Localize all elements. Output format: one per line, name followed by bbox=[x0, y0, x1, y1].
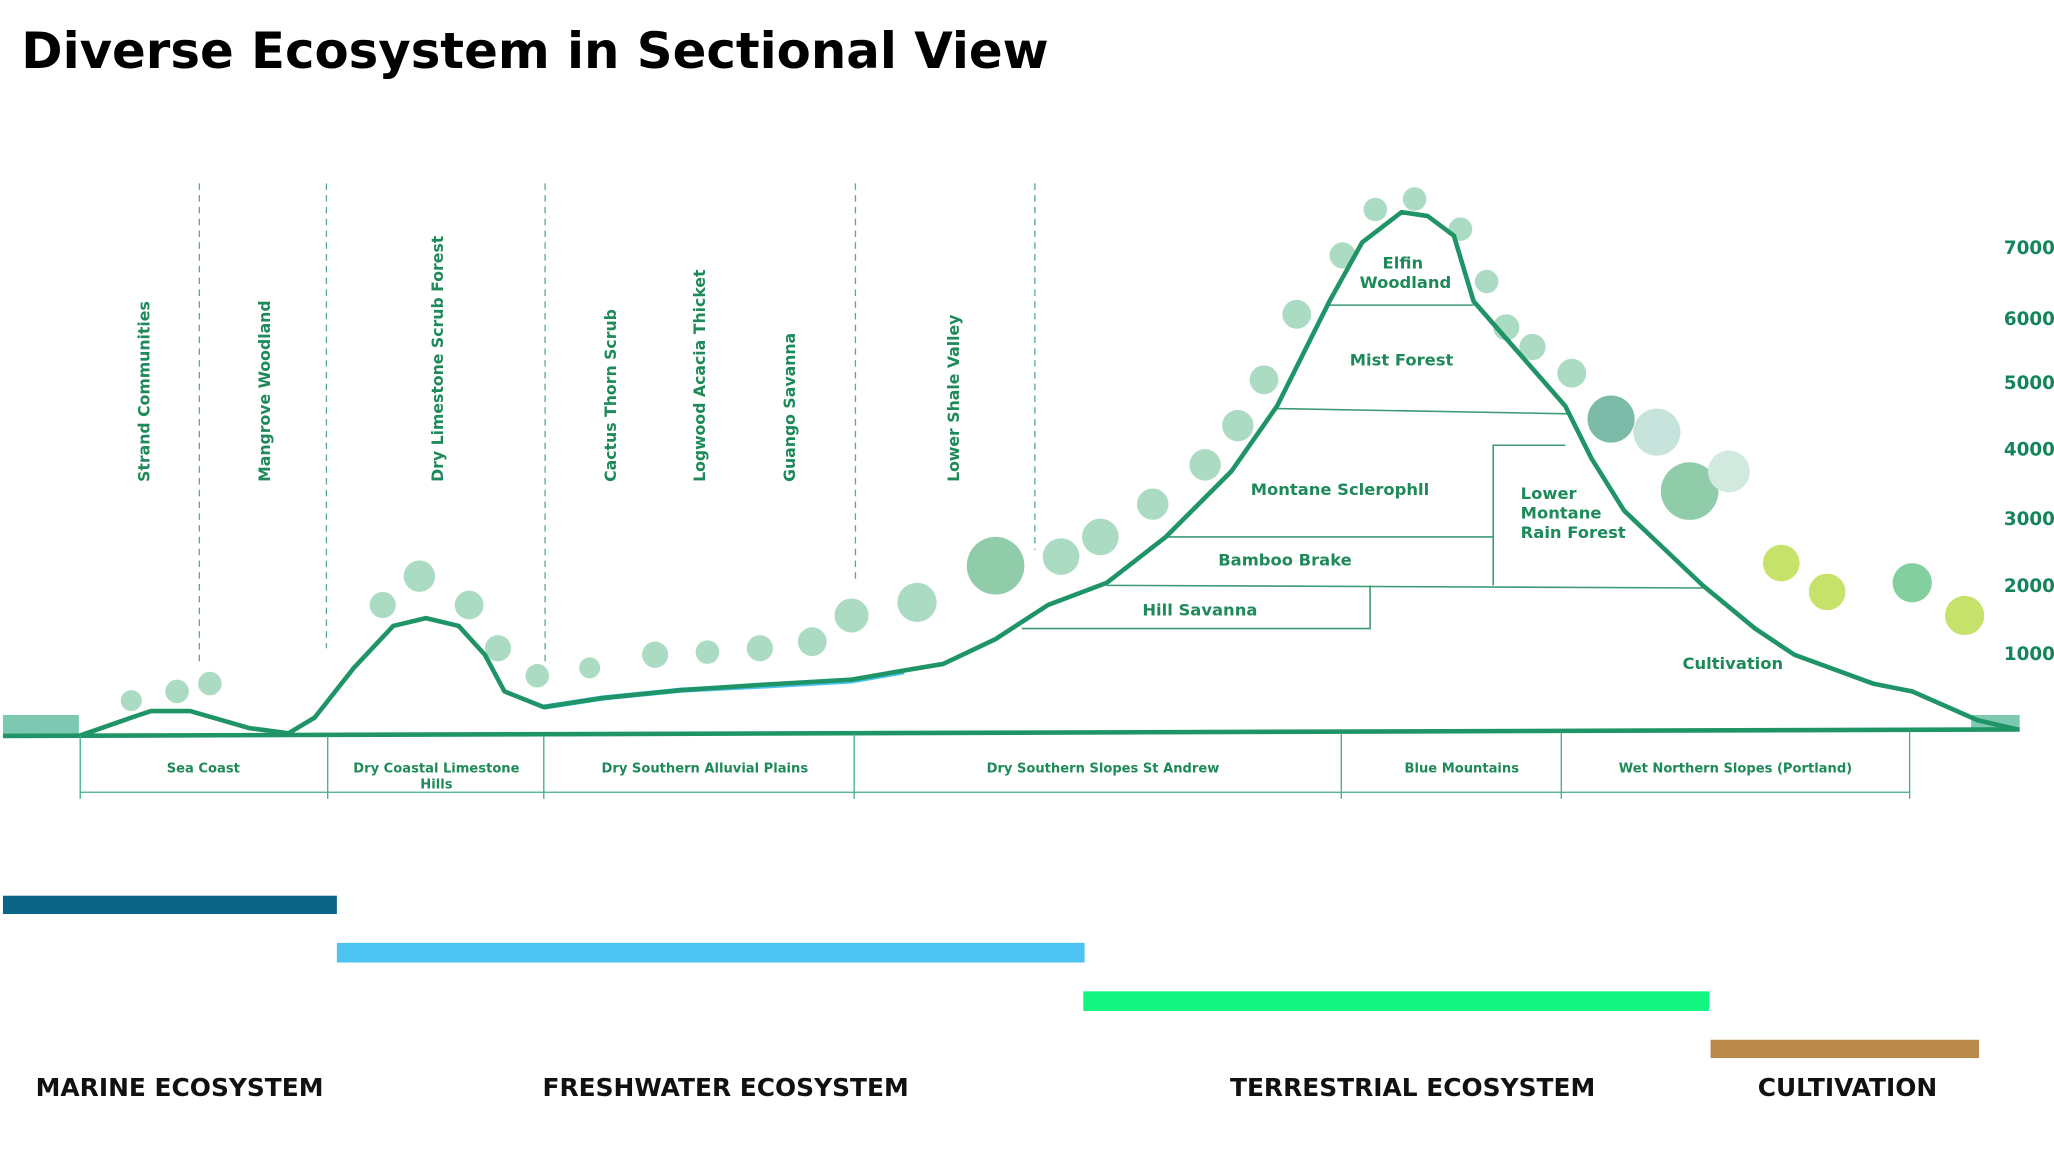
region-portland: Wet Northern Slopes (Portland) bbox=[1619, 762, 1852, 777]
page-title: Diverse Ecosystem in Sectional View bbox=[21, 22, 1048, 80]
label-cactus-thorn-scrub: Cactus Thorn Scrub bbox=[601, 309, 620, 482]
zone-cultivation: Cultivation bbox=[1682, 654, 1783, 673]
zone-labels: Elfin Woodland Mist Forest Montane Scler… bbox=[1142, 253, 1783, 673]
zone-lower-1: Lower bbox=[1521, 484, 1578, 503]
axis-tick: 7000 bbox=[2004, 238, 2054, 259]
label-lower-shale-valley: Lower Shale Valley bbox=[944, 315, 963, 482]
axis-tick: 5000 bbox=[2004, 373, 2054, 394]
sea-left bbox=[2, 715, 79, 736]
label-logwood-acacia: Logwood Acacia Thicket bbox=[690, 269, 709, 482]
zone-montane-sclerophyll: Montane Sclerophll bbox=[1251, 480, 1430, 499]
axis-tick: 3000 bbox=[2004, 509, 2054, 530]
ecosystem-legend: MARINE ECOSYSTEM FRESHWATER ECOSYSTEM TE… bbox=[2, 895, 1980, 1102]
label-dry-limestone-scrub: Dry Limestone Scrub Forest bbox=[428, 235, 447, 482]
vertical-dividers bbox=[198, 183, 1036, 662]
zone-boxes bbox=[1021, 304, 1703, 630]
terrestrial-bar bbox=[1083, 991, 1710, 1011]
elevation-axis: 7000 6000 5000 4000 3000 2000 1000 bbox=[2004, 238, 2054, 665]
axis-tick: 4000 bbox=[2004, 440, 2054, 461]
zone-elfin-1: Elfin bbox=[1383, 253, 1424, 272]
freshwater-label: FRESHWATER ECOSYSTEM bbox=[542, 1073, 908, 1102]
cultivation-label: CULTIVATION bbox=[1758, 1073, 1937, 1102]
marine-bar bbox=[2, 895, 337, 915]
label-strand-communities: Strand Communities bbox=[135, 301, 154, 482]
zone-lower-2: Montane bbox=[1521, 504, 1602, 523]
region-blue-mountains: Blue Mountains bbox=[1405, 762, 1520, 777]
axis-tick: 2000 bbox=[2004, 576, 2054, 597]
vegetation bbox=[120, 187, 1985, 712]
zone-hill-savanna: Hill Savanna bbox=[1142, 600, 1257, 619]
region-alluvial-plains: Dry Southern Alluvial Plains bbox=[602, 762, 809, 777]
region-scale: Sea Coast Dry Coastal Limestone Hills Dr… bbox=[79, 730, 1911, 799]
marine-label: MARINE ECOSYSTEM bbox=[36, 1073, 324, 1102]
axis-tick: 1000 bbox=[2004, 644, 2054, 665]
region-limestone-hills-2: Hills bbox=[420, 777, 452, 792]
terrestrial-label: TERRESTRIAL ECOSYSTEM bbox=[1230, 1073, 1595, 1102]
vertical-labels: Strand Communities Mangrove Woodland Dry… bbox=[135, 235, 963, 482]
region-st-andrew: Dry Southern Slopes St Andrew bbox=[987, 762, 1220, 777]
freshwater-bar bbox=[336, 942, 1085, 963]
zone-elfin-2: Woodland bbox=[1360, 273, 1452, 292]
axis-tick: 6000 bbox=[2004, 309, 2054, 330]
region-sea-coast: Sea Coast bbox=[167, 762, 240, 777]
zone-lower-3: Rain Forest bbox=[1521, 523, 1626, 542]
label-mangrove-woodland: Mangrove Woodland bbox=[255, 300, 274, 482]
label-guango-savanna: Guango Savanna bbox=[780, 333, 799, 482]
cultivation-bar bbox=[1710, 1039, 1980, 1059]
baseline bbox=[2, 727, 2020, 739]
terrain-profile bbox=[78, 209, 2018, 739]
zone-bamboo-brake: Bamboo Brake bbox=[1218, 551, 1352, 570]
zone-mist-forest: Mist Forest bbox=[1350, 350, 1454, 369]
region-limestone-hills: Dry Coastal Limestone bbox=[353, 762, 519, 777]
